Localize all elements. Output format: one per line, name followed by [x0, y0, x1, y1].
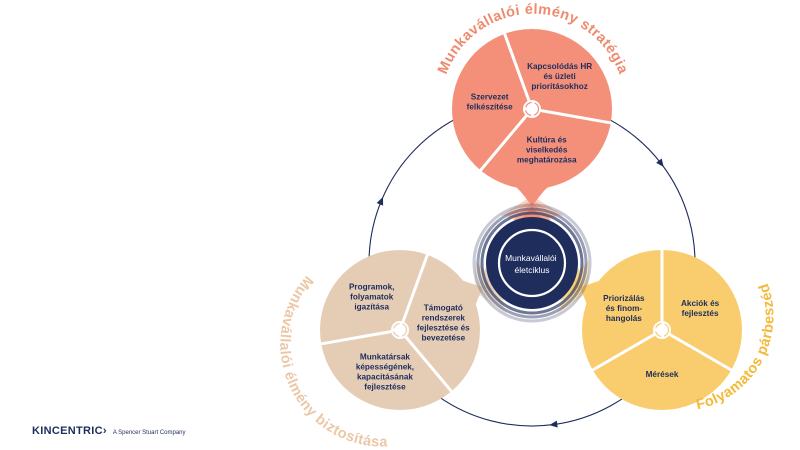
- segment-strategy-2-line-1: Kultúra és: [527, 135, 567, 144]
- divider-assurance-2: [319, 328, 401, 346]
- hub-ring-1: [476, 207, 588, 319]
- segment-strategy-1-line-1: Kapcsolódás HR: [527, 62, 592, 71]
- segment-assurance-2-line-4: fejlesztése: [364, 382, 406, 391]
- cycle-arrowhead-3: [376, 196, 384, 206]
- segment-assurance-3-line-1: Programok,: [349, 282, 395, 291]
- segment-dialogue-3-line-2: és finom-: [606, 304, 643, 313]
- hub-label: Munkavállalói életciklus: [505, 253, 559, 275]
- logo-word-text: KINCENTRIC: [32, 425, 103, 437]
- segment-dialogue-3-line-3: hangolás: [606, 314, 642, 323]
- segment-dialogue-1-line-1: Akciók és: [681, 299, 720, 308]
- segment-assurance-2-line-1: Munkatársak: [360, 352, 411, 361]
- logo-tagline: A Spencer Stuart Company: [112, 430, 186, 436]
- hub-label-line-2: életciklus: [515, 265, 550, 275]
- logo-chevron-icon: ›: [102, 425, 107, 437]
- segment-assurance-1-line-4: bevezetése: [421, 333, 465, 342]
- segment-strategy-1-line-2: és üzleti: [543, 72, 575, 81]
- segment-strategy-3-line-1: Szervezet: [471, 93, 509, 102]
- cycle-icon-strategy: [524, 101, 540, 117]
- segment-dialogue-3-line-1: Priorizálás: [603, 294, 645, 303]
- segment-assurance-1-line-3: fejlesztése és: [417, 323, 470, 332]
- kincentric-logo: KINCENTRIC› A Spencer Stuart Company: [32, 425, 186, 437]
- segment-assurance-2-line-3: kapacitásának: [357, 372, 413, 381]
- cycle-icon-dialogue: [654, 322, 670, 338]
- divider-strategy-0: [502, 32, 534, 110]
- segment-strategy-1-line-3: prioritásokhoz: [531, 82, 587, 91]
- hub-label-line-1: Munkavállalói: [505, 253, 557, 263]
- divider-dialogue-2: [591, 328, 663, 372]
- cycle-icon-assurance: [392, 322, 408, 338]
- segment-dialogue-2: Mérések: [646, 370, 679, 379]
- divider-strategy-1: [531, 107, 613, 125]
- segment-assurance-3-line-2: folyamatok: [350, 292, 394, 301]
- logo-wordmark: KINCENTRIC›: [32, 425, 107, 437]
- hub-ring-0: [472, 203, 592, 323]
- hub-ring-2: [480, 211, 584, 315]
- segment-assurance-1-line-1: Támogató: [424, 303, 463, 312]
- hub-rings: [472, 203, 592, 323]
- segment-assurance-1-line-2: rendszerek: [422, 313, 466, 322]
- segment-strategy-2-line-3: meghatározása: [517, 155, 577, 164]
- segment-assurance-3-line-3: igazítása: [354, 302, 389, 311]
- segment-strategy-2-line-2: viselkedés: [526, 145, 568, 154]
- segment-assurance-2-line-2: képességének,: [356, 362, 414, 371]
- segment-strategy-3-line-2: felkészítése: [467, 103, 513, 112]
- cycle-arrowhead-1: [656, 158, 664, 167]
- center-hub: Munkavállalói életciklus: [486, 217, 578, 309]
- cycle-arrowhead-2: [549, 420, 558, 428]
- segment-dialogue-1-line-2: fejlesztés: [682, 309, 719, 318]
- divider-assurance-1: [398, 329, 454, 394]
- segment-dialogue-2-line-1: Mérések: [646, 370, 679, 379]
- divider-dialogue-1: [661, 328, 733, 372]
- divider-assurance-0: [398, 253, 430, 331]
- hub-inner-circle: [497, 228, 567, 298]
- divider-strategy-2: [478, 108, 534, 173]
- funnel-strategy-0: [511, 180, 553, 224]
